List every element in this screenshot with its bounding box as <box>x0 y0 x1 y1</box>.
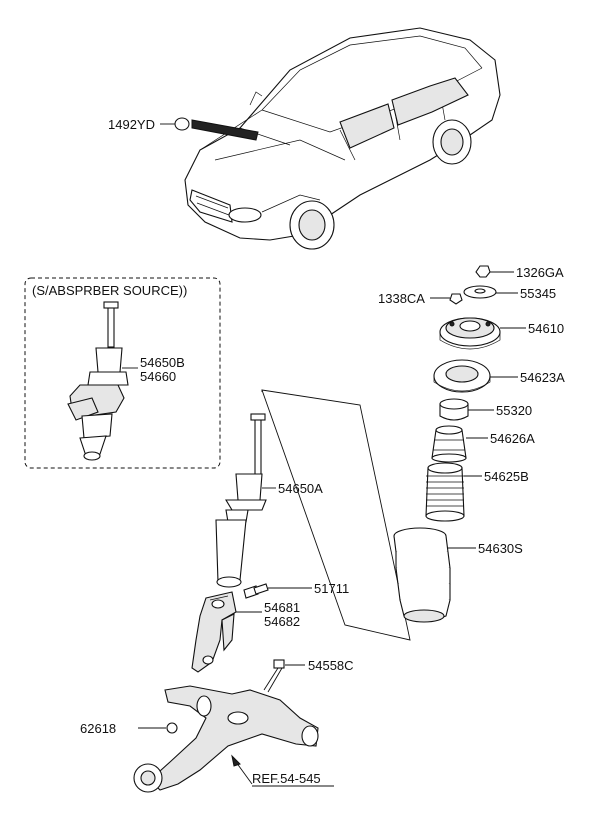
hood-pointer <box>191 119 259 141</box>
label-54625B: 54625B <box>484 469 529 484</box>
part-54626A[interactable] <box>431 425 467 463</box>
part-62618[interactable] <box>166 722 178 734</box>
assembly-outline <box>261 389 411 641</box>
part-55320[interactable] <box>439 398 469 421</box>
source-box-title: (S/ABSPRBER SOURCE)) <box>32 283 187 298</box>
part-51711[interactable] <box>243 583 269 599</box>
label-54610: 54610 <box>528 321 564 336</box>
label-55345: 55345 <box>520 286 556 301</box>
part-54681-fork[interactable] <box>191 591 237 673</box>
absorber-source-box: (S/ABSPRBER SOURCE)) 54650B 54660 <box>24 277 221 469</box>
label-54681: 54681 <box>264 600 300 615</box>
part-1338CA[interactable] <box>449 293 463 305</box>
label-1492YD: 1492YD <box>108 117 155 132</box>
part-54558C[interactable] <box>263 659 285 693</box>
label-54660: 54660 <box>140 369 176 384</box>
label-54682: 54682 <box>264 614 300 629</box>
part-54610[interactable] <box>439 317 501 350</box>
label-54626A: 54626A <box>490 431 535 446</box>
label-1326GA: 1326GA <box>516 265 564 280</box>
part-54630S[interactable] <box>393 527 451 623</box>
label-54650B: 54650B <box>140 355 185 370</box>
label-55320: 55320 <box>496 403 532 418</box>
label-51711: 51711 <box>314 581 349 596</box>
part-54650A[interactable] <box>215 413 267 588</box>
label-54630S: 54630S <box>478 541 523 556</box>
label-54623A: 54623A <box>520 370 565 385</box>
lower-control-arm[interactable] <box>133 685 319 793</box>
label-ref[interactable]: REF.54-545 <box>252 771 321 786</box>
part-54623A[interactable] <box>433 359 491 393</box>
part-1326GA[interactable] <box>475 265 491 278</box>
label-1338CA: 1338CA <box>378 291 425 306</box>
label-54558C: 54558C <box>308 658 354 673</box>
part-1492YD[interactable]: 1492YD <box>108 117 190 132</box>
label-54650A: 54650A <box>278 481 323 496</box>
car-illustration <box>184 27 501 250</box>
part-54650B[interactable] <box>67 301 129 461</box>
ref-arrow <box>235 761 253 785</box>
part-54625B[interactable] <box>425 462 465 522</box>
part-55345[interactable] <box>463 285 497 299</box>
label-62618: 62618 <box>80 721 116 736</box>
